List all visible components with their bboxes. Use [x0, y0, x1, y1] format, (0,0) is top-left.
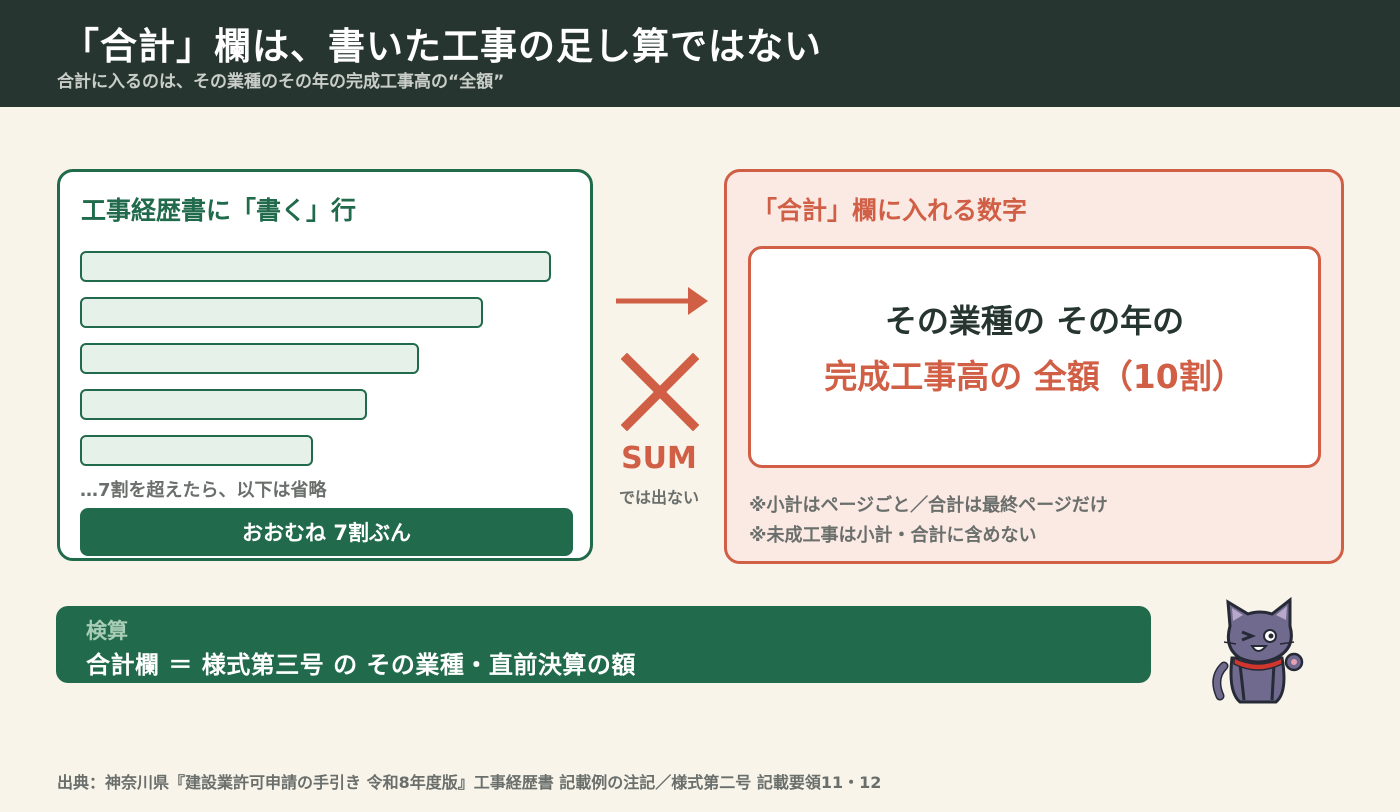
sum-label: SUM	[621, 441, 697, 476]
answer-box	[748, 246, 1321, 468]
page-subtitle: 合計に入るのは、その業種のその年の完成工事高の“全額”	[57, 72, 505, 92]
construction-row-bar-4	[80, 389, 367, 420]
sum-sublabel: では出ない	[618, 488, 699, 507]
page-title: 「合計」欄は、書いた工事の足し算ではない	[62, 25, 822, 68]
written-rows-heading: 工事経歴書に「書く」行	[81, 196, 357, 225]
total-field-heading: 「合計」欄に入れる数字	[752, 196, 1028, 225]
verification-label: 検算	[86, 619, 128, 643]
note-incomplete-work: ※未成工事は小計・合計に含めない	[749, 525, 1037, 546]
header-bar	[0, 0, 1400, 107]
cat-mascot-icon	[1212, 596, 1304, 704]
note-subtotal: ※小計はページごと／合計は最終ページだけ	[749, 495, 1108, 516]
construction-row-bar-3	[80, 343, 419, 374]
verification-formula: 合計欄 ＝ 様式第三号 の その業種・直前決算の額	[86, 651, 636, 679]
construction-row-bar-1	[80, 251, 551, 282]
verification-bar	[56, 606, 1151, 683]
omission-note: …7割を超えたら、以下は省略	[80, 480, 327, 501]
answer-line-2: 完成工事高の 全額（10割）	[824, 357, 1245, 396]
right-arrow-icon	[616, 287, 708, 315]
cross-icon	[621, 353, 699, 431]
approx-70-percent-label: おおむね 7割ぶん	[80, 508, 573, 556]
source-citation: 出典：神奈川県『建設業許可申請の手引き 令和8年度版』工事経歴書 記載例の注記／…	[57, 773, 882, 792]
construction-row-bar-5	[80, 435, 313, 466]
answer-line-1: その業種の その年の	[884, 302, 1185, 340]
construction-row-bar-2	[80, 297, 483, 328]
